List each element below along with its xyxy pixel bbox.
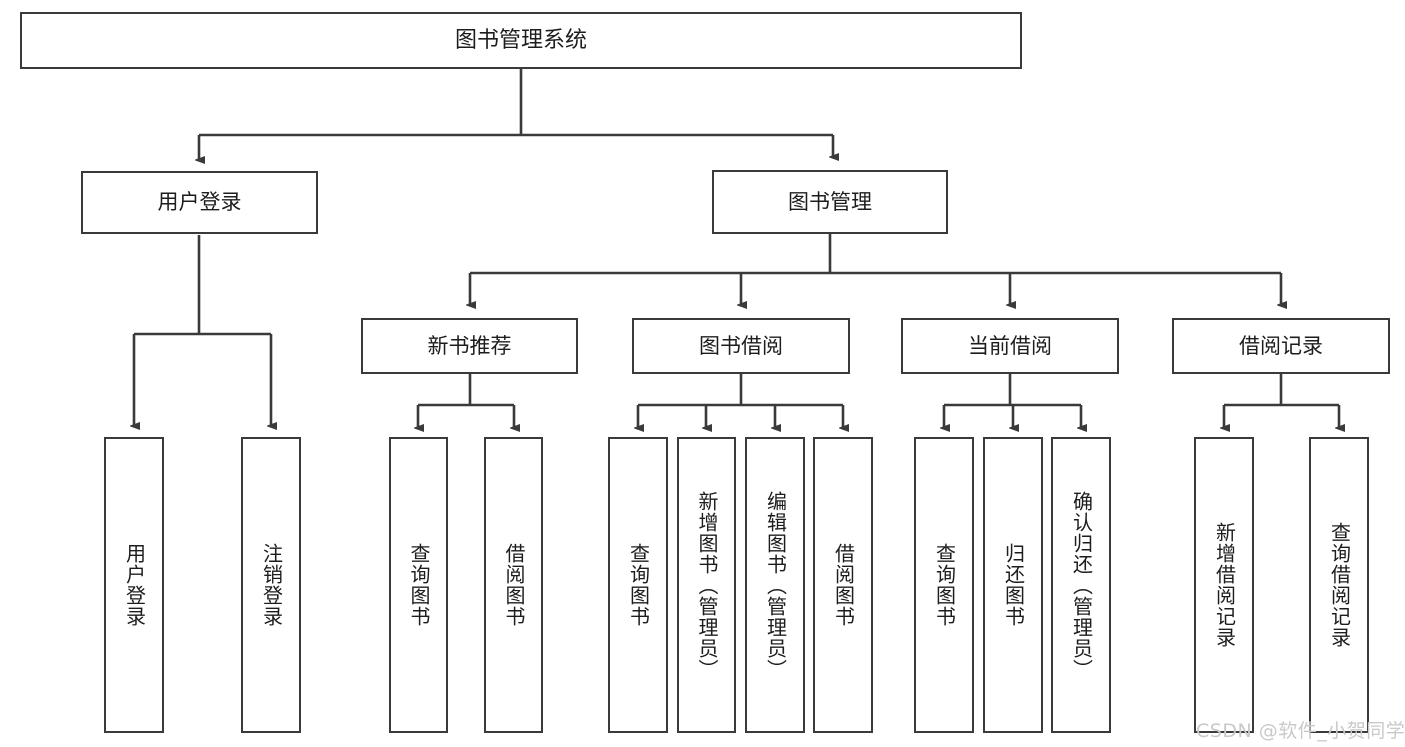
- node-label: 图书借阅: [699, 333, 783, 358]
- leaf-new-book-query[interactable]: 查询图书: [389, 437, 448, 733]
- leaf-user-login-logout[interactable]: 注销登录: [241, 437, 301, 733]
- node-label: 查询借阅记录: [1327, 522, 1352, 648]
- node-label: 当前借阅: [968, 333, 1052, 358]
- node-label: 确认归还（管理员）: [1069, 490, 1094, 680]
- node-new-book-recommend[interactable]: 新书推荐: [361, 318, 578, 374]
- leaf-record-add-record[interactable]: 新增借阅记录: [1194, 437, 1254, 733]
- leaf-borrow-query-book[interactable]: 查询图书: [608, 437, 668, 733]
- node-label: 查询图书: [626, 543, 651, 627]
- node-label: 查询图书: [407, 543, 431, 627]
- node-root-book-management-system[interactable]: 图书管理系统: [20, 12, 1022, 69]
- node-label: 查询图书: [932, 543, 957, 627]
- node-current-borrow[interactable]: 当前借阅: [901, 318, 1119, 374]
- node-label: 用户登录: [157, 190, 242, 215]
- node-book-management[interactable]: 图书管理: [712, 170, 948, 234]
- node-label: 图书管理: [788, 189, 872, 214]
- node-label: 借阅记录: [1239, 333, 1323, 358]
- node-label: 借阅图书: [831, 543, 856, 627]
- leaf-current-return-book[interactable]: 归还图书: [983, 437, 1043, 733]
- node-label: 新书推荐: [427, 333, 512, 358]
- node-label: 新增图书（管理员）: [695, 490, 719, 680]
- leaf-borrow-add-book-admin[interactable]: 新增图书（管理员）: [677, 437, 736, 733]
- node-borrow-record[interactable]: 借阅记录: [1172, 318, 1390, 374]
- leaf-current-confirm-return-admin[interactable]: 确认归还（管理员）: [1051, 437, 1111, 733]
- leaf-borrow-borrow-book[interactable]: 借阅图书: [813, 437, 873, 733]
- leaf-current-query-book[interactable]: 查询图书: [914, 437, 974, 733]
- leaf-new-book-borrow[interactable]: 借阅图书: [484, 437, 543, 733]
- node-label: 用户登录: [122, 543, 147, 627]
- node-book-borrow[interactable]: 图书借阅: [632, 318, 850, 374]
- node-label: 注销登录: [259, 543, 284, 627]
- node-user-login[interactable]: 用户登录: [81, 171, 318, 234]
- leaf-user-login-login[interactable]: 用户登录: [104, 437, 164, 733]
- leaf-borrow-edit-book-admin[interactable]: 编辑图书（管理员）: [745, 437, 805, 733]
- node-label: 借阅图书: [502, 543, 526, 627]
- csdn-watermark: CSDN @软件_小贺同学: [1196, 720, 1405, 742]
- node-label: 归还图书: [1001, 543, 1026, 627]
- node-label: 编辑图书（管理员）: [763, 490, 788, 680]
- node-label: 新增借阅记录: [1212, 522, 1237, 648]
- leaf-record-query-record[interactable]: 查询借阅记录: [1309, 437, 1369, 733]
- node-label: 图书管理系统: [454, 27, 587, 53]
